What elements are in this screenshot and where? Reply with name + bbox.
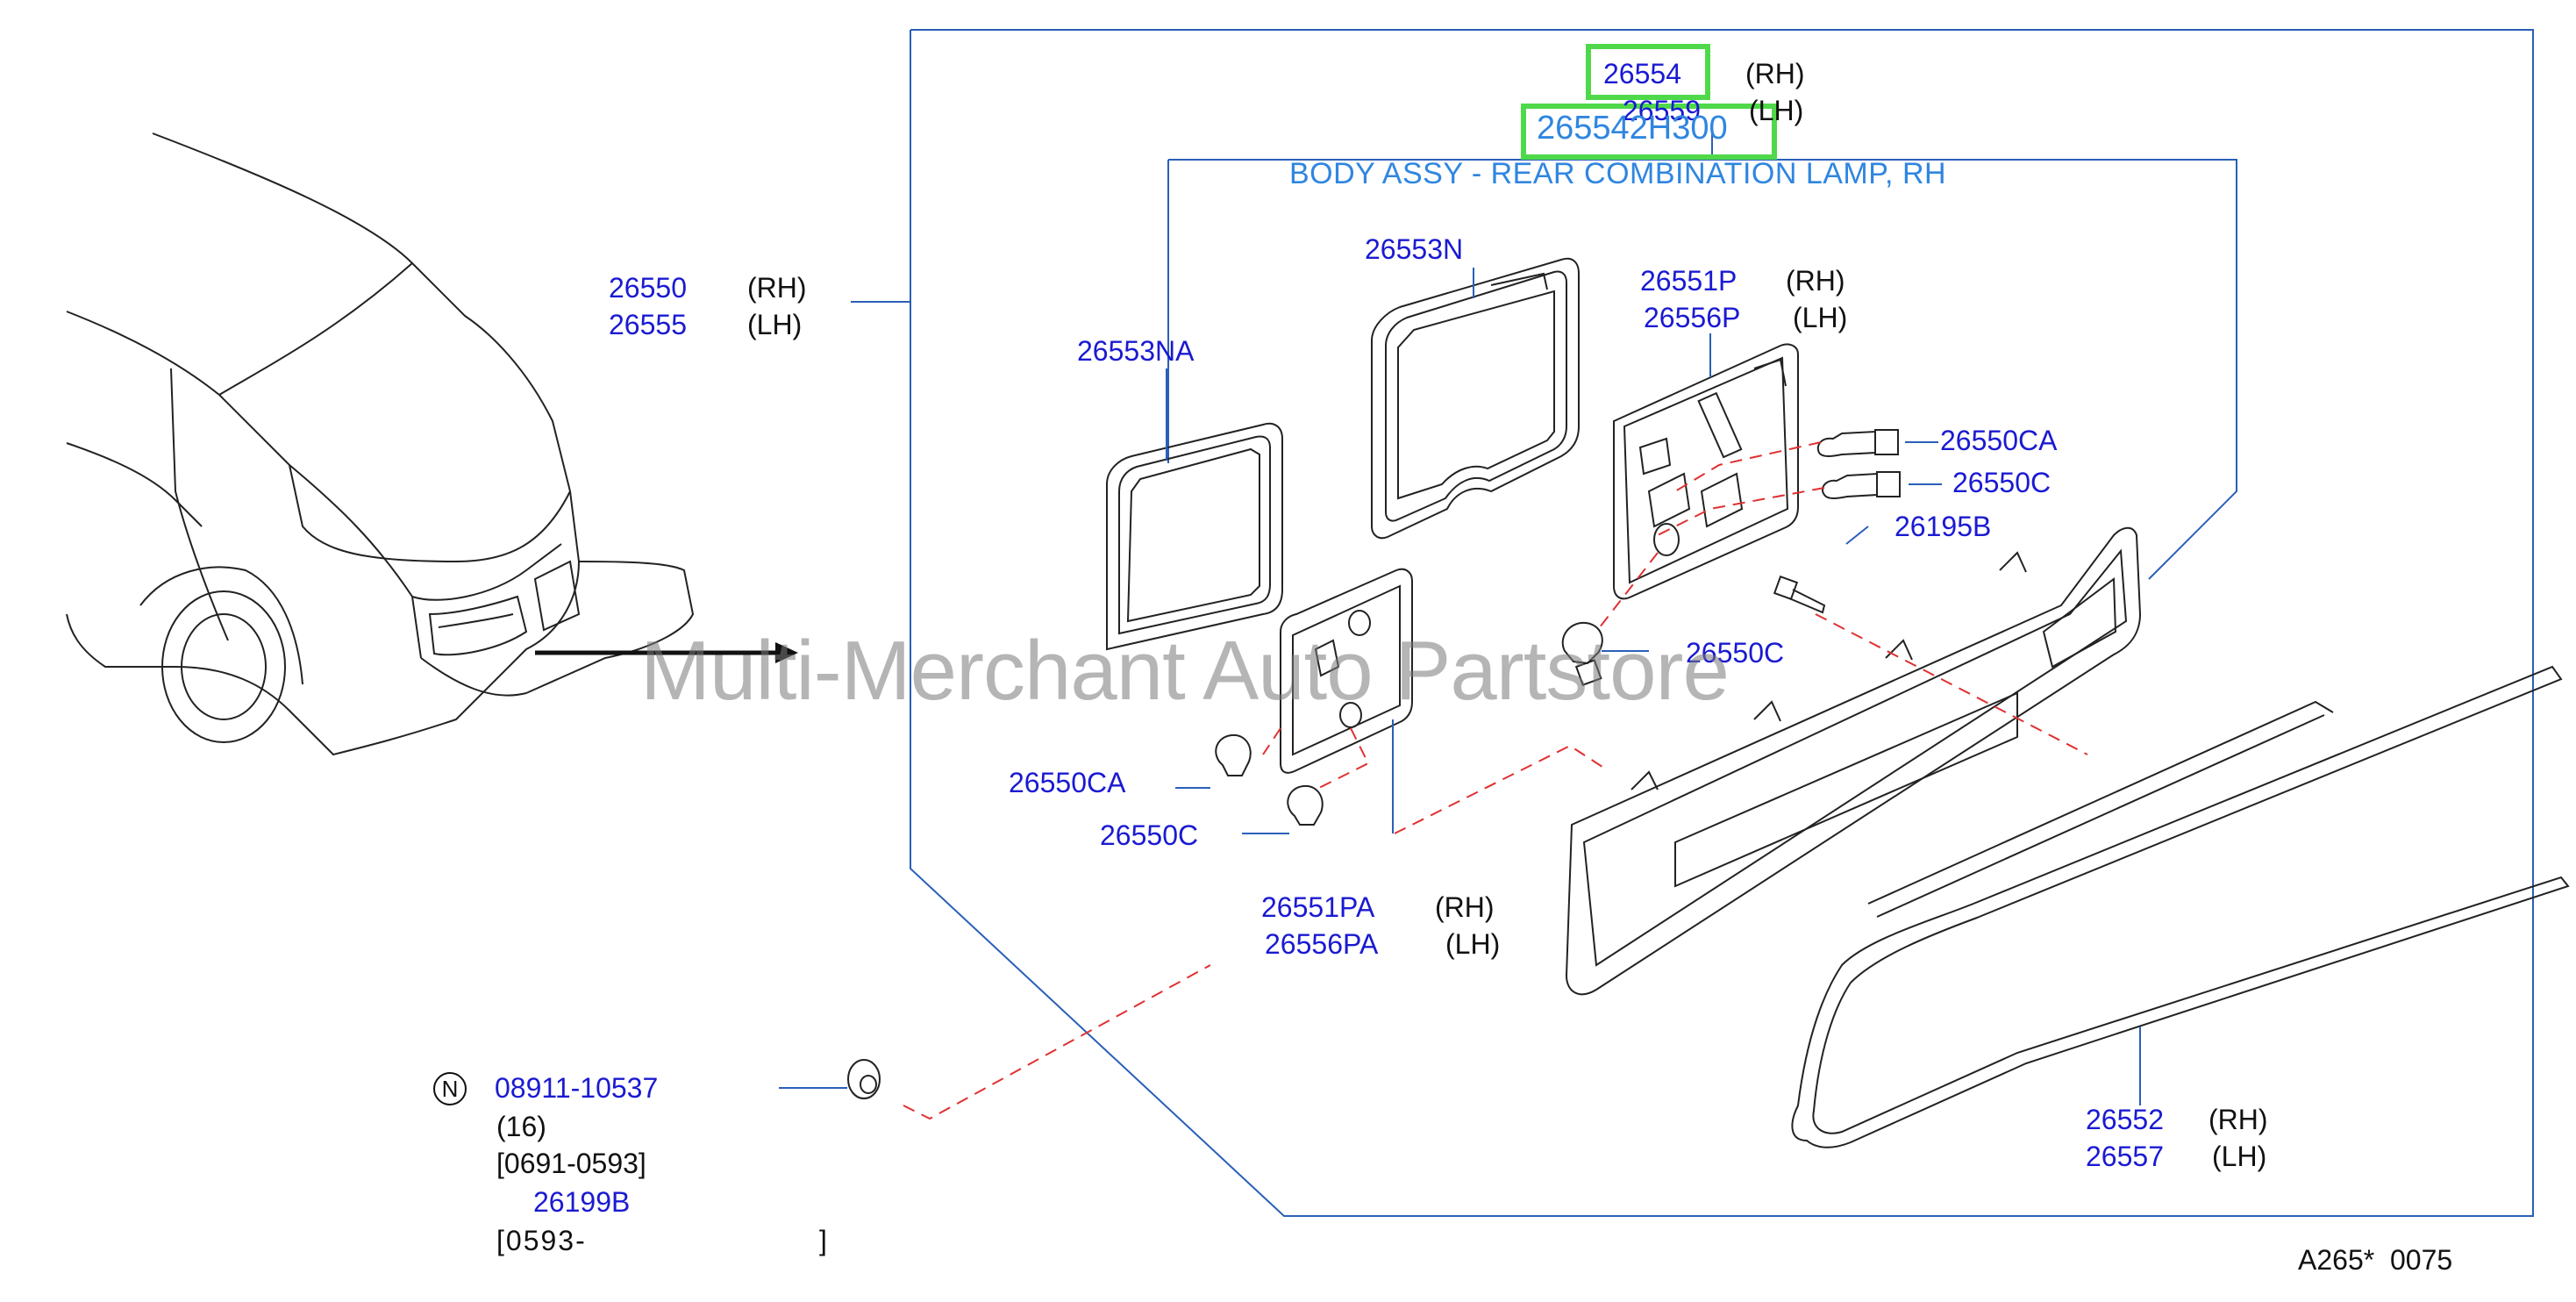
assembly-frame bbox=[910, 29, 2534, 1217]
part-label-26550C-left[interactable]: 26550C bbox=[1100, 819, 1199, 851]
socket-plate-26551PA-drawing bbox=[1280, 568, 1413, 774]
part-label-26557[interactable]: 26557 bbox=[2086, 1141, 2164, 1172]
part-label-08911-10537[interactable]: 08911-10537 bbox=[495, 1072, 659, 1104]
diagram-code: A265* 0075 bbox=[2298, 1244, 2453, 1276]
assembly-side-lh: (LH) bbox=[747, 309, 803, 340]
socket-plate-26551P-drawing bbox=[1613, 343, 1799, 600]
part-label-26551P[interactable]: 26551P bbox=[1640, 265, 1738, 297]
standard-part-n-marker: N bbox=[433, 1072, 467, 1105]
part-label-26199B[interactable]: 26199B bbox=[533, 1186, 631, 1218]
part-26556PA-side: (LH) bbox=[1445, 928, 1501, 960]
part-label-26550C-mid[interactable]: 26550C bbox=[1686, 637, 1785, 669]
gasket-26553NA-drawing bbox=[1106, 422, 1283, 651]
part-label-26550CA-right[interactable]: 26550CA bbox=[1940, 425, 2058, 456]
subassembly-frame bbox=[1168, 159, 2237, 580]
fastener-quantity: (16) bbox=[496, 1111, 546, 1142]
part-label-26559[interactable]: 26559 bbox=[1623, 95, 1701, 126]
part-side-rh: (RH) bbox=[1745, 58, 1805, 89]
red-leaders bbox=[903, 441, 2088, 1120]
part-label-26554[interactable]: 26554 bbox=[1603, 58, 1681, 89]
part-label-26550[interactable]: 26550 bbox=[609, 272, 687, 304]
lens-gasket-drawing bbox=[1791, 665, 2570, 1148]
part-label-26550CA-left[interactable]: 26550CA bbox=[1009, 767, 1126, 798]
part-label-26195B[interactable]: 26195B bbox=[1895, 511, 1992, 542]
part-label-26553NA[interactable]: 26553NA bbox=[1077, 335, 1195, 367]
part-label-26550C-right[interactable]: 26550C bbox=[1952, 467, 2052, 498]
part-label-26553N[interactable]: 26553N bbox=[1365, 233, 1464, 265]
part-side-lh: (LH) bbox=[1749, 95, 1804, 126]
clip-drawing bbox=[847, 1059, 881, 1099]
part-label-26556PA[interactable]: 26556PA bbox=[1265, 928, 1379, 960]
selected-part-description: BODY ASSY - REAR COMBINATION LAMP, RH bbox=[1289, 157, 1947, 190]
gasket-26553N-drawing bbox=[1371, 257, 1580, 540]
blue-leaders bbox=[779, 268, 2141, 1105]
highlight-box-26554 bbox=[1586, 44, 1710, 100]
part-label-26556P[interactable]: 26556P bbox=[1644, 302, 1741, 333]
highlight-box-selected-part bbox=[1521, 104, 1777, 160]
part-label-26551PA[interactable]: 26551PA bbox=[1261, 891, 1375, 923]
part-26551P-side: (RH) bbox=[1786, 265, 1845, 297]
bulbs-drawing bbox=[1215, 429, 1901, 826]
part-label-26552[interactable]: 26552 bbox=[2086, 1104, 2164, 1135]
lamp-housing-drawing bbox=[1565, 526, 2142, 996]
screw-drawing bbox=[1773, 575, 1826, 614]
part-26551PA-side: (RH) bbox=[1435, 891, 1495, 923]
part-26557-side: (LH) bbox=[2212, 1141, 2267, 1172]
part-26552-side: (RH) bbox=[2209, 1104, 2268, 1135]
part-label-26555[interactable]: 26555 bbox=[609, 309, 687, 340]
part-26556P-side: (LH) bbox=[1793, 302, 1848, 333]
assembly-side-rh: (RH) bbox=[747, 272, 807, 304]
fastener-range-2-close: ] bbox=[819, 1225, 827, 1256]
car-illustration bbox=[66, 132, 695, 756]
fastener-range-1: [0691-0593] bbox=[496, 1148, 646, 1179]
fastener-range-2: [0593- bbox=[496, 1225, 587, 1256]
watermark-text: Multi-Merchant Auto Partstore bbox=[640, 624, 1730, 718]
selected-part-number[interactable]: 265542H300 bbox=[1537, 110, 1728, 147]
